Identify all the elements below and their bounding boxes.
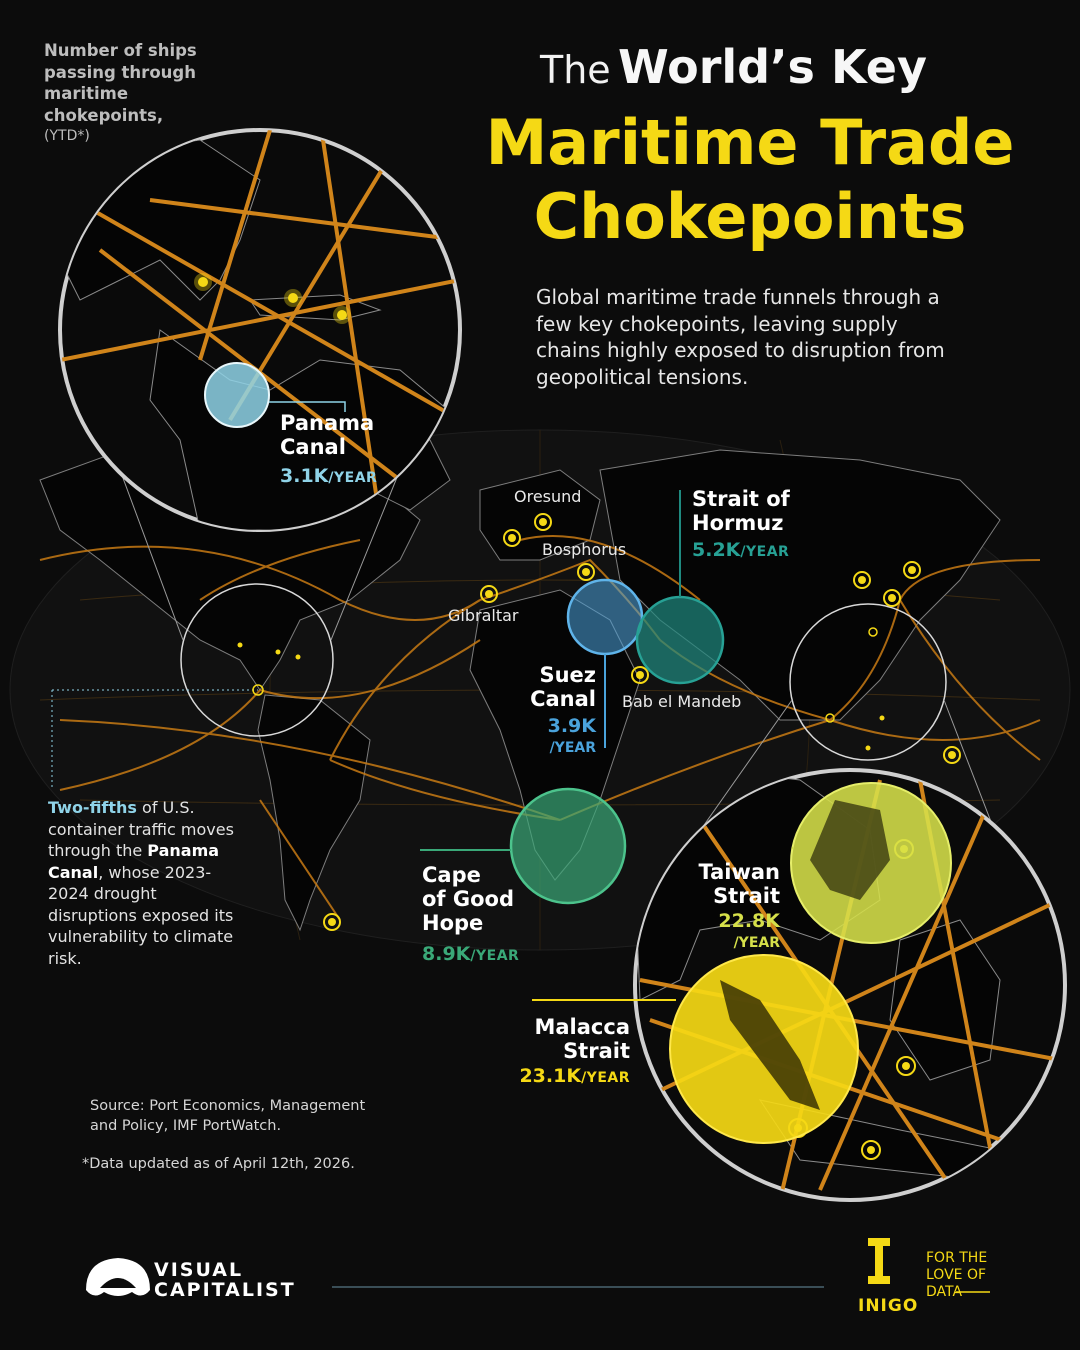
- partner-tagline: FOR THE LOVE OF DATA: [926, 1250, 1006, 1301]
- inigo-logo-icon: [868, 1238, 890, 1284]
- visual-capitalist-wordmark: VISUAL CAPITALIST: [154, 1260, 296, 1300]
- panama-note: Two-fifths of U.S. container traffic mov…: [48, 797, 248, 969]
- malacca-land: [720, 980, 820, 1110]
- subtitle-text: Number of ships passing through maritime…: [44, 41, 197, 125]
- gibraltar-label: Gibraltar: [448, 606, 519, 625]
- hormuz-name-1: Strait of: [692, 487, 790, 511]
- shipping-routes: [39, 535, 1041, 921]
- suez-name-1: Suez: [539, 663, 596, 687]
- updated-text: *Data updated as of April 12th, 2026.: [82, 1156, 355, 1172]
- malacca-name-2: Strait: [563, 1039, 630, 1063]
- visual-capitalist-logo-icon: [86, 1258, 150, 1296]
- cape-name-3: Hope: [422, 911, 484, 935]
- intro-text: Global maritime trade funnels through a …: [536, 285, 945, 389]
- cape-value-unit: /YEAR: [470, 948, 520, 964]
- hormuz-value-number: 5.2K: [692, 539, 741, 561]
- hormuz-label: Strait of Hormuz 5.2K/YEAR: [692, 487, 790, 563]
- suez-value-unit: /YEAR: [549, 740, 596, 756]
- source-text: Source: Port Economics, Management and P…: [90, 1098, 366, 1134]
- panama-inset-dots: [194, 273, 351, 324]
- panama-name-2: Canal: [280, 435, 346, 459]
- brand-line-1: VISUAL: [154, 1259, 244, 1281]
- suez-name-2: Canal: [530, 687, 596, 711]
- title-line-2: Chokepoints: [533, 180, 967, 253]
- note-bold: Panama Canal: [48, 841, 220, 882]
- panama-value-number: 3.1K: [280, 465, 329, 487]
- subtitle-label: Number of ships passing through maritime…: [44, 40, 244, 148]
- note-connector: [51, 689, 258, 790]
- suez-label: Suez Canal 3.9K /YEAR: [516, 663, 596, 759]
- hormuz-value-unit: /YEAR: [740, 544, 790, 560]
- panama-inset-connector: [119, 469, 401, 641]
- brand-line-2: CAPITALIST: [154, 1279, 296, 1301]
- panama-label: Panama Canal 3.1K/YEAR: [280, 411, 377, 489]
- taiwan-value-unit: /YEAR: [733, 935, 780, 951]
- malacca-value-unit: /YEAR: [581, 1070, 630, 1086]
- cape-value-number: 8.9K: [422, 943, 471, 965]
- note-text-1: of U.S. container traffic moves through …: [48, 798, 234, 860]
- malacca-value: 23.1K/YEAR: [490, 1065, 630, 1089]
- taiwan-name-2: Strait: [713, 884, 780, 908]
- note-highlight: Two-fifths: [48, 798, 137, 817]
- hormuz-marker: [635, 595, 725, 685]
- taiwan-label: Taiwan Strait 22.8K /YEAR: [680, 860, 780, 954]
- title-strong: World’s Key: [618, 40, 927, 94]
- title-prefix: The: [540, 48, 611, 92]
- panama-name-1: Panama: [280, 411, 375, 435]
- suez-marker: [566, 578, 644, 656]
- note-text-2: , whose 2023-2024 drought disruptions ex…: [48, 862, 234, 968]
- cape-value: 8.9K/YEAR: [422, 943, 519, 967]
- title-line-1: Maritime Trade: [485, 106, 1015, 179]
- tagline-line-3: DATA: [926, 1284, 963, 1300]
- cape-name-2: of Good: [422, 887, 514, 911]
- panama-marker: [204, 362, 270, 428]
- cape-marker: [509, 787, 627, 905]
- panama-leader-line: [269, 401, 346, 412]
- malacca-value-number: 23.1K: [519, 1065, 582, 1087]
- panama-value-unit: /YEAR: [328, 470, 378, 486]
- port-markers: [237, 513, 961, 931]
- south-america: [257, 694, 371, 932]
- cape-label: Cape of Good Hope 8.9K/YEAR: [422, 863, 519, 967]
- asia-map-ring: [789, 603, 947, 761]
- taiwan-value-number: 22.8K: [718, 910, 780, 932]
- panama-value: 3.1K/YEAR: [280, 465, 377, 489]
- page-title: Maritime Trade Chokepoints: [470, 106, 1030, 254]
- malacca-name-1: Malacca: [534, 1015, 630, 1039]
- tagline-line-2: LOVE OF: [926, 1267, 987, 1283]
- cape-name-1: Cape: [422, 863, 481, 887]
- oresund-label: Oresund: [514, 487, 582, 506]
- malacca-label: Malacca Strait 23.1K/YEAR: [490, 1015, 630, 1089]
- suez-value-number: 3.9K: [547, 715, 596, 737]
- inigo-wordmark: INIGO: [858, 1296, 919, 1316]
- bosphorus-label: Bosphorus: [542, 540, 627, 559]
- hormuz-value: 5.2K/YEAR: [692, 539, 790, 563]
- hormuz-name-2: Hormuz: [692, 511, 784, 535]
- bab-el-mandeb-label: Bab el Mandeb: [622, 692, 742, 711]
- panama-map-ring: [180, 583, 334, 737]
- taiwan-land: [810, 800, 890, 900]
- taiwan-name-1: Taiwan: [698, 860, 780, 884]
- subtitle-period: (YTD*): [44, 128, 90, 144]
- tagline-line-1: FOR THE: [926, 1250, 988, 1266]
